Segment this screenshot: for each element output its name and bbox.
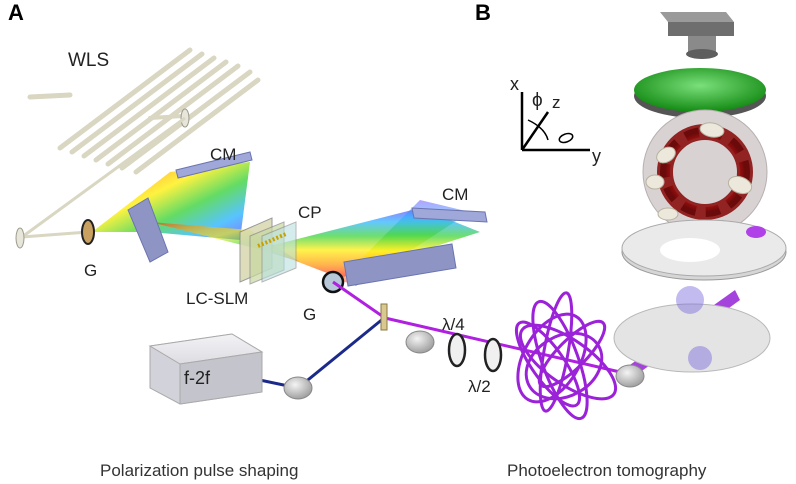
label-cp: CP bbox=[298, 203, 322, 222]
label-f2f: f-2f bbox=[184, 368, 211, 388]
z-axis bbox=[520, 111, 550, 151]
label-lambda4: λ/4 bbox=[442, 315, 465, 334]
label-lambda2: λ/2 bbox=[468, 377, 491, 396]
focusing-mirror bbox=[615, 364, 645, 388]
axis-label-z: z bbox=[552, 93, 561, 112]
panel-label-b: B bbox=[475, 0, 491, 25]
fold-mirror-center bbox=[405, 330, 435, 354]
electrostatic-lens bbox=[621, 219, 787, 281]
label-g-right: G bbox=[303, 305, 316, 324]
phosphor-screen bbox=[634, 68, 766, 118]
label-cm-left: CM bbox=[210, 145, 236, 164]
label-lc-slm: LC-SLM bbox=[186, 289, 248, 308]
mirror-mount-left bbox=[127, 197, 169, 263]
label-cm-right: CM bbox=[442, 185, 468, 204]
repeller-plate bbox=[613, 286, 771, 373]
axis-label-y: y bbox=[592, 146, 601, 166]
beam-splitter bbox=[380, 303, 388, 331]
projection-image bbox=[642, 109, 768, 235]
f2f-box bbox=[148, 333, 264, 405]
fold-mirror-left bbox=[15, 227, 25, 249]
panel-label-a: A bbox=[8, 0, 24, 25]
mirror-mount-right bbox=[343, 243, 457, 287]
half-waveplate bbox=[483, 337, 503, 373]
caption-right: Photoelectron tomography bbox=[507, 461, 707, 480]
lc-slm-and-compensation-plate bbox=[239, 217, 297, 285]
input-beam bbox=[15, 116, 186, 249]
axis-label-phi: ϕ bbox=[532, 90, 543, 111]
spectral-fan-left bbox=[92, 162, 300, 262]
grating-left bbox=[81, 219, 95, 245]
wls-fiber-bundle bbox=[27, 47, 261, 175]
caption-left: Polarization pulse shaping bbox=[100, 461, 298, 480]
f2f-beam bbox=[249, 316, 385, 390]
quarter-waveplate bbox=[447, 332, 467, 368]
label-wls: WLS bbox=[68, 50, 109, 71]
axis-label-x: x bbox=[510, 74, 519, 94]
curved-mirror-left bbox=[175, 151, 253, 179]
label-g-left: G bbox=[84, 261, 97, 280]
shaped-pulse-polarization-trace bbox=[514, 291, 618, 421]
camera bbox=[660, 12, 734, 59]
fold-mirror-f2f bbox=[283, 376, 313, 400]
curved-mirror-right bbox=[411, 207, 488, 223]
coordinate-axes bbox=[520, 92, 590, 152]
